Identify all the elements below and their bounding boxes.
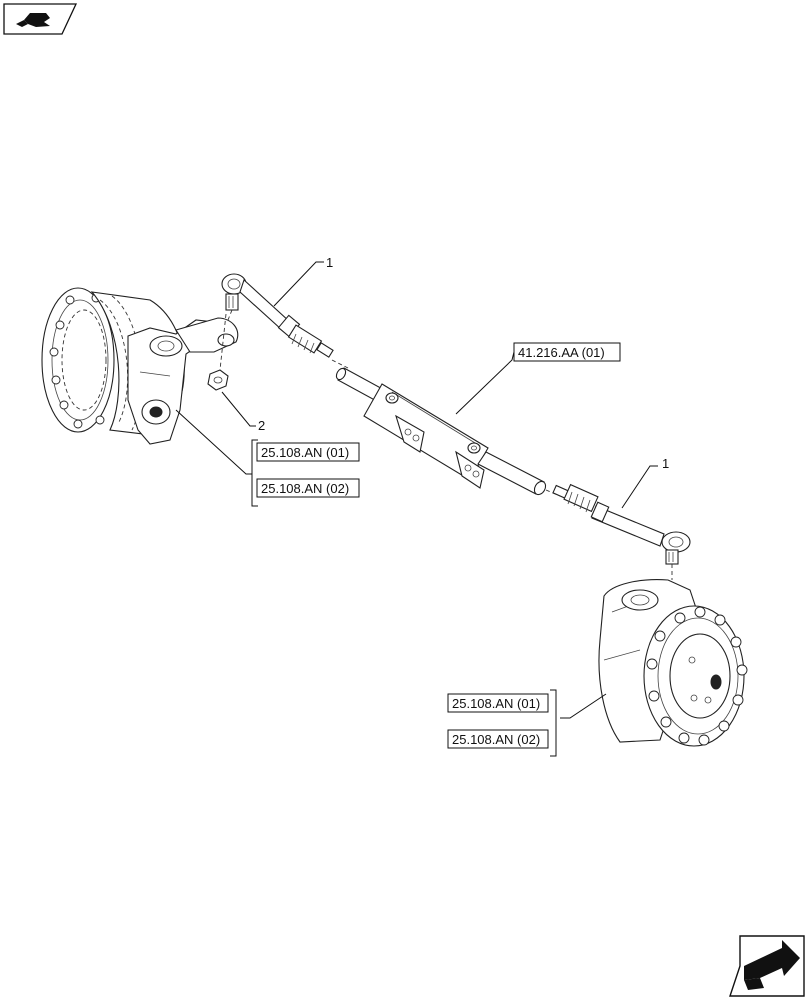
tie-rod-end-lower bbox=[552, 483, 691, 580]
callout-cylinder: 41.216.AA (01) bbox=[455, 342, 621, 415]
threaded-adjuster-right bbox=[552, 483, 599, 513]
book-hand-icon bbox=[3, 3, 78, 35]
right-hub-assembly bbox=[598, 579, 748, 747]
callout-left-hub: 25.108.AN (01) 25.108.AN (02) bbox=[175, 409, 360, 507]
nut-item-2 bbox=[207, 313, 229, 391]
reference-box-right-hub-b bbox=[447, 729, 549, 749]
tie-rod-end-upper bbox=[221, 273, 334, 358]
reference-right-hub-b: 25.108.AN (02) bbox=[452, 732, 540, 747]
threaded-adjuster-left bbox=[287, 324, 334, 358]
reference-left-hub-b: 25.108.AN (02) bbox=[261, 481, 349, 496]
reference-right-hub-a: 25.108.AN (01) bbox=[452, 696, 540, 711]
right-hub-bolts bbox=[646, 606, 748, 746]
callout-number: 1 bbox=[326, 255, 333, 270]
callout-right-hub: 25.108.AN (01) 25.108.AN (02) bbox=[447, 689, 607, 757]
callout-item-1-upper: 1 bbox=[273, 255, 333, 307]
reference-box-left-hub-a bbox=[256, 442, 360, 462]
reference-box-left-hub-b bbox=[256, 478, 360, 498]
callout-number: 1 bbox=[662, 456, 669, 471]
reference-cylinder: 41.216.AA (01) bbox=[518, 345, 605, 360]
callout-item-1-lower: 1 bbox=[621, 456, 669, 509]
reference-box-right-hub-a bbox=[447, 693, 549, 713]
reference-left-hub-a: 25.108.AN (01) bbox=[261, 445, 349, 460]
steering-cylinder bbox=[331, 359, 561, 497]
left-hub-assembly bbox=[41, 287, 239, 445]
next-page-arrow-icon[interactable] bbox=[729, 935, 805, 997]
callout-number: 2 bbox=[258, 418, 265, 433]
reference-box-cylinder bbox=[513, 342, 621, 362]
callout-item-2: 2 bbox=[221, 391, 265, 433]
